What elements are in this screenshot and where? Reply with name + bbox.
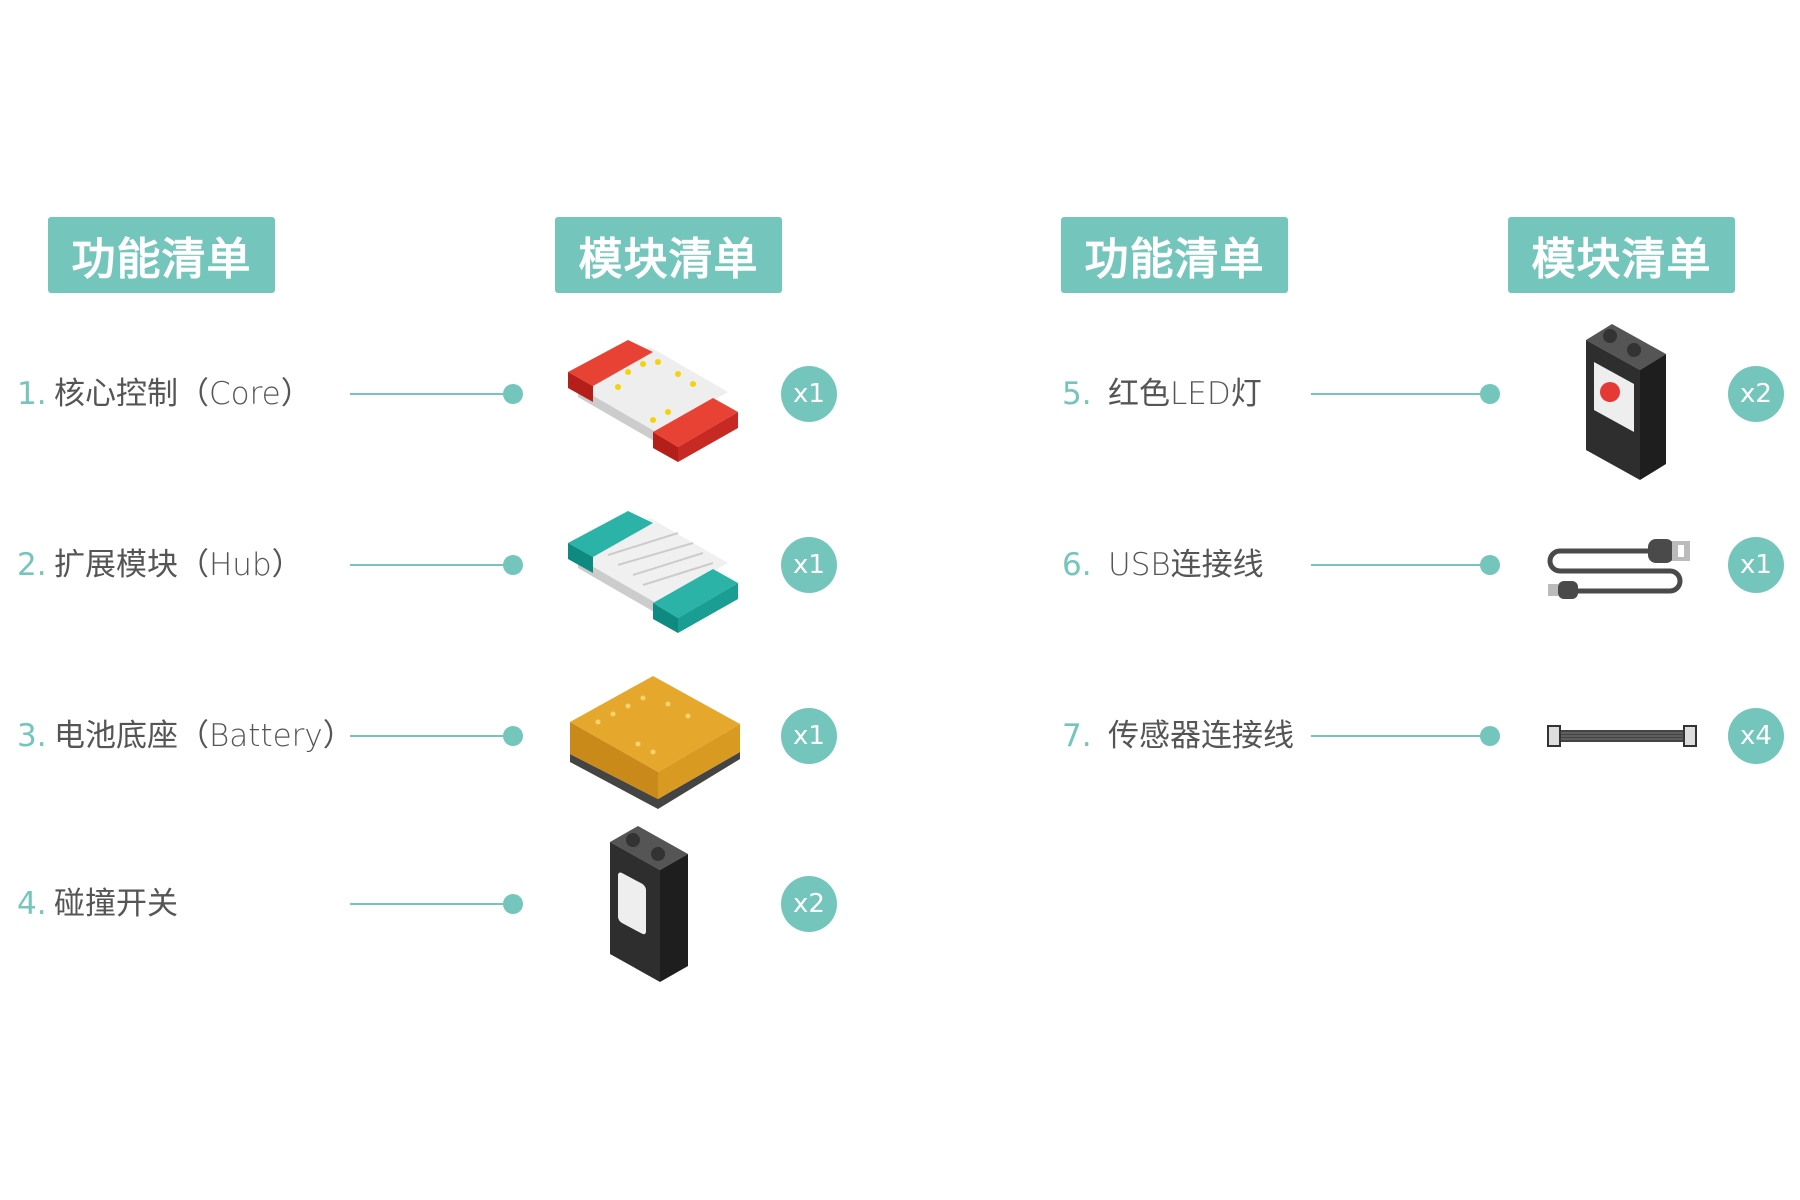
battery-module-icon — [570, 676, 740, 809]
item-number: 2. — [17, 547, 47, 583]
item-number: 5. — [1062, 376, 1092, 412]
item-label: USB连接线 — [1108, 547, 1264, 583]
connector-dot — [1480, 384, 1500, 404]
core-module-icon — [568, 340, 738, 462]
quantity-badge: x1 — [781, 708, 837, 764]
connector-dot — [503, 894, 523, 914]
item-number: 4. — [17, 886, 47, 922]
usb-cable-icon — [1547, 539, 1690, 599]
quantity-badge: x2 — [1728, 366, 1784, 422]
crash-switch-icon — [610, 826, 688, 982]
item-number: 7. — [1062, 718, 1092, 754]
connector-dot — [1480, 726, 1500, 746]
connector-dot — [1480, 555, 1500, 575]
item-number: 1. — [17, 376, 47, 412]
item-label: 传感器连接线 — [1108, 718, 1294, 754]
red-led-module-icon — [1586, 324, 1666, 480]
connector-line — [350, 903, 513, 905]
quantity-badge: x1 — [781, 366, 837, 422]
quantity-badge: x2 — [781, 876, 837, 932]
function-list-header: 功能清单 — [48, 217, 275, 293]
hub-module-icon — [568, 511, 738, 633]
connector-line — [350, 735, 513, 737]
connector-line — [350, 564, 513, 566]
item-label: 红色LED灯 — [1108, 376, 1262, 412]
sensor-cable-icon — [1547, 725, 1697, 747]
quantity-badge: x4 — [1728, 708, 1784, 764]
item-label: 电池底座（Battery） — [54, 718, 354, 754]
item-label: 碰撞开关 — [54, 886, 178, 922]
connector-line — [1311, 393, 1490, 395]
quantity-badge: x1 — [781, 537, 837, 593]
item-label: 核心控制（Core） — [54, 376, 312, 412]
function-list-header: 功能清单 — [1061, 217, 1288, 293]
item-label: 扩展模块（Hub） — [54, 547, 303, 583]
connector-dot — [503, 726, 523, 746]
connector-dot — [503, 555, 523, 575]
connector-line — [1311, 564, 1490, 566]
connector-line — [1311, 735, 1490, 737]
connector-dot — [503, 384, 523, 404]
module-list-header: 模块清单 — [1508, 217, 1735, 293]
module-list-header: 模块清单 — [555, 217, 782, 293]
item-number: 6. — [1062, 547, 1092, 583]
item-number: 3. — [17, 718, 47, 754]
connector-line — [350, 393, 513, 395]
quantity-badge: x1 — [1728, 537, 1784, 593]
